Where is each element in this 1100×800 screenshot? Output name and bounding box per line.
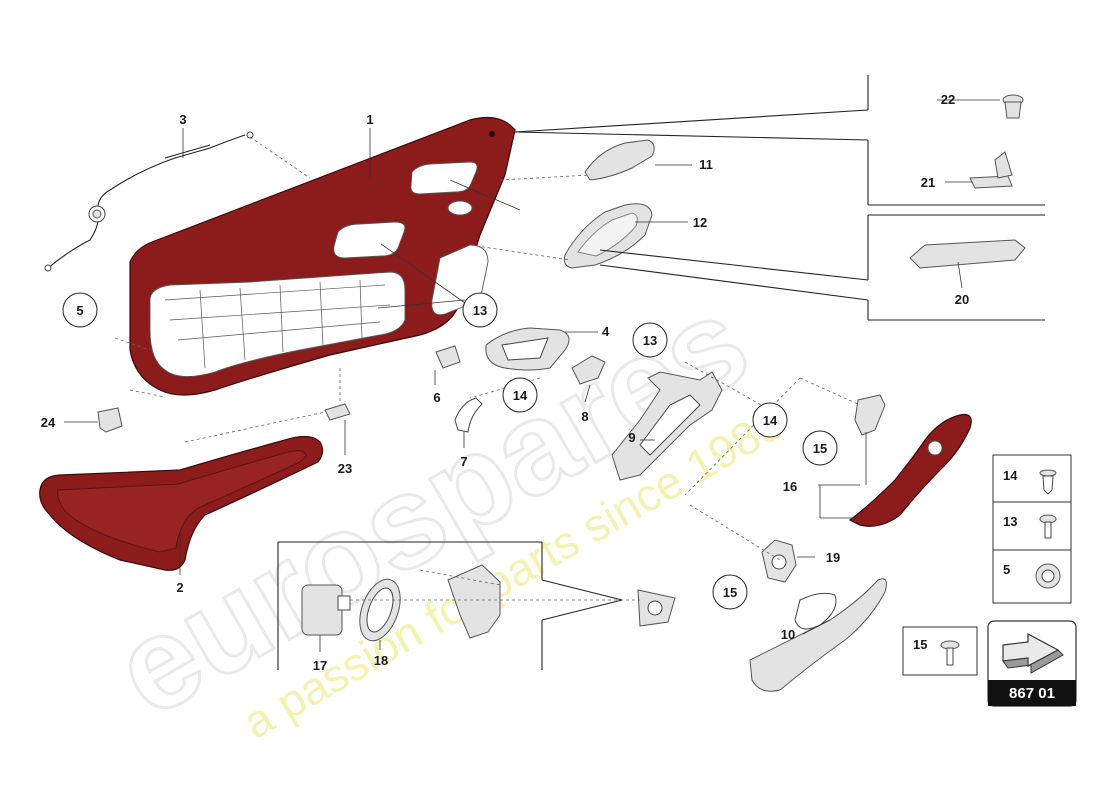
callout-13-b: 13 xyxy=(632,322,668,358)
seal-part-18 xyxy=(359,578,401,642)
armrest xyxy=(39,435,324,571)
callout-6: 6 xyxy=(433,390,440,405)
svg-text:13: 13 xyxy=(473,303,487,318)
callout-22: 22 xyxy=(941,92,955,107)
callout-19: 19 xyxy=(826,550,840,565)
cover-part-7 xyxy=(454,397,483,433)
legend-item-15: 15 xyxy=(902,626,978,676)
clip-part-23 xyxy=(324,403,351,421)
legend-item-13: 13 xyxy=(1003,514,1057,539)
callout-5: 5 xyxy=(62,292,98,328)
callout-14-b: 14 xyxy=(752,402,788,438)
bracket-part-16 xyxy=(854,394,886,436)
callout-24: 24 xyxy=(41,415,56,430)
svg-text:13: 13 xyxy=(1003,514,1017,529)
clip-part-24 xyxy=(97,407,123,433)
callout-2: 2 xyxy=(176,580,183,595)
svg-text:15: 15 xyxy=(723,585,737,600)
svg-text:5: 5 xyxy=(1003,562,1010,577)
grid-part-8 xyxy=(571,355,606,385)
triangle-part xyxy=(637,589,676,627)
light-part-20 xyxy=(909,239,1026,269)
speaker-grille-11 xyxy=(584,139,655,181)
handle-part-4 xyxy=(485,327,570,371)
svg-text:14: 14 xyxy=(1003,468,1018,483)
svg-text:14: 14 xyxy=(513,388,528,403)
svg-text:15: 15 xyxy=(913,637,927,652)
frame-lines xyxy=(277,75,1045,670)
housing-part xyxy=(447,564,501,639)
trim-part-16 xyxy=(848,413,972,527)
callout-15-a: 15 xyxy=(802,430,838,466)
circled-callouts: 5 13 14 13 14 15 15 xyxy=(62,292,838,610)
svg-text:5: 5 xyxy=(76,303,83,318)
callout-11: 11 xyxy=(699,157,713,172)
callout-8: 8 xyxy=(581,409,588,424)
switch-part-6 xyxy=(435,345,461,369)
diagram-number: 867 01 xyxy=(1009,685,1055,702)
callout-3: 3 xyxy=(179,112,186,127)
svg-text:14: 14 xyxy=(763,413,778,428)
hardware-legend: 14 13 5 xyxy=(992,454,1072,604)
motor-part-17 xyxy=(301,584,351,636)
callout-15-b: 15 xyxy=(712,574,748,610)
callout-4: 4 xyxy=(602,324,610,339)
leader-lines xyxy=(64,99,1000,652)
speaker-part-19 xyxy=(761,539,797,583)
dashed-lines xyxy=(114,136,861,601)
callout-16: 16 xyxy=(783,479,797,494)
callout-21: 21 xyxy=(921,175,935,190)
callout-18: 18 xyxy=(374,653,388,668)
diagram-number-box: 867 01 xyxy=(987,620,1077,707)
svg-text:13: 13 xyxy=(643,333,657,348)
callout-9: 9 xyxy=(628,430,635,445)
callout-17: 17 xyxy=(313,658,327,673)
clip-part-21 xyxy=(969,151,1013,189)
speaker-grille-12 xyxy=(563,203,653,269)
trim-part-10 xyxy=(749,578,887,692)
callout-1: 1 xyxy=(366,112,373,127)
callout-20: 20 xyxy=(955,292,969,307)
callout-10: 10 xyxy=(781,627,795,642)
legend-item-14: 14 xyxy=(1003,468,1057,495)
callout-12: 12 xyxy=(693,215,707,230)
legend-item-5: 5 xyxy=(1003,562,1061,589)
callout-7: 7 xyxy=(460,454,467,469)
release-cable xyxy=(44,131,254,272)
callout-23: 23 xyxy=(338,461,352,476)
clip-part-22 xyxy=(1002,94,1024,119)
callout-14-a: 14 xyxy=(502,377,538,413)
svg-text:15: 15 xyxy=(813,441,827,456)
callout-13-a: 13 xyxy=(462,292,498,328)
number-callouts: 1 2 3 4 6 7 8 9 10 11 12 16 17 18 19 20 … xyxy=(41,92,969,673)
